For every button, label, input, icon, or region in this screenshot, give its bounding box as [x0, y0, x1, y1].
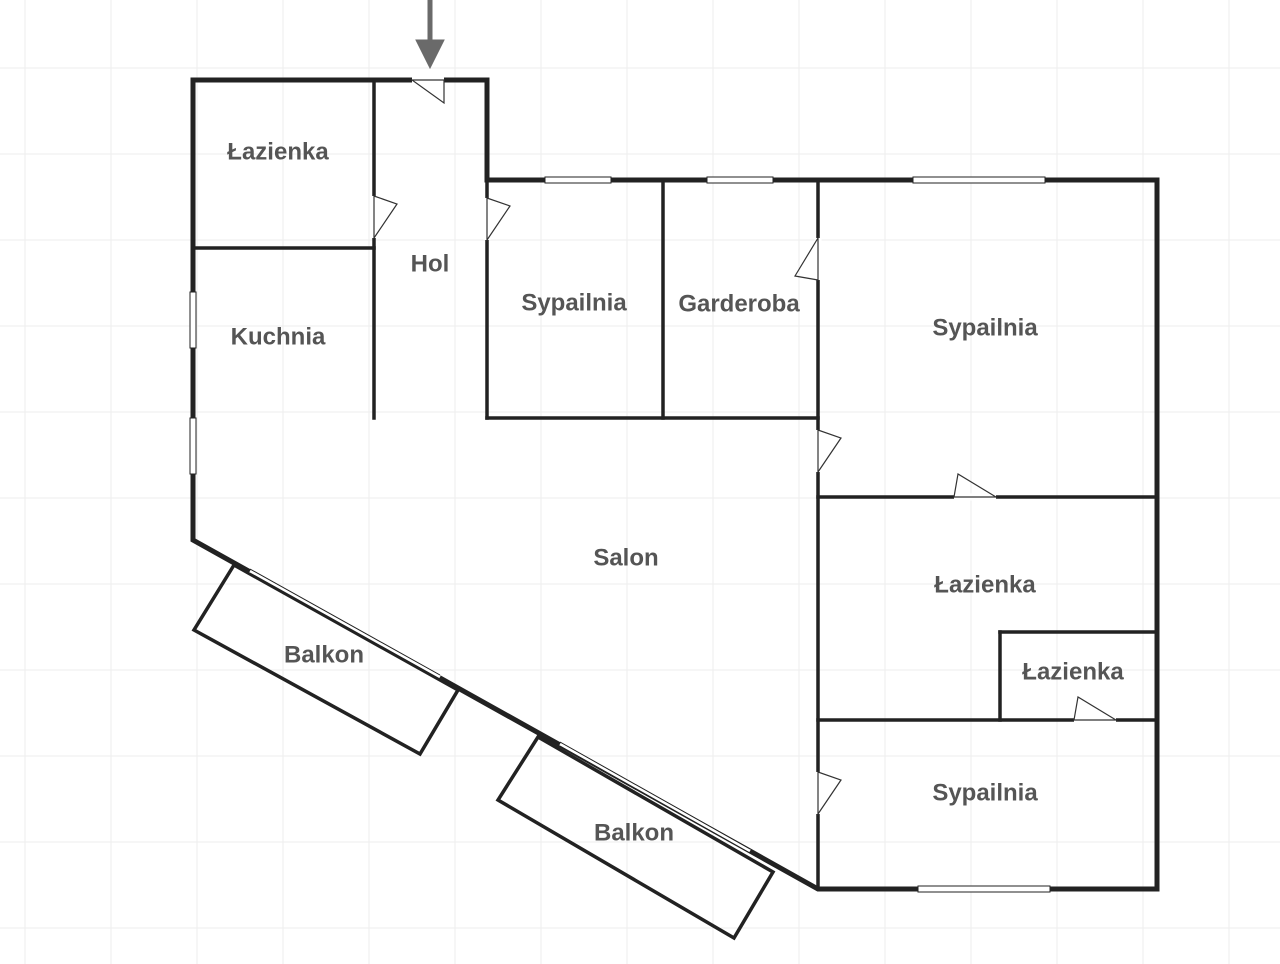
room-label-balkon-1: Balkon — [284, 641, 364, 668]
balcony-2 — [495, 734, 776, 941]
room-label-lazienka-2: Łazienka — [934, 571, 1036, 598]
room-label-kuchnia: Kuchnia — [231, 323, 326, 350]
room-label-sypialnia-3: Sypailnia — [932, 779, 1038, 806]
arrow-down-icon — [415, 0, 445, 70]
room-label-garderoba: Garderoba — [678, 290, 800, 317]
room-label-salon: Salon — [593, 544, 658, 571]
room-labels: Łazienka Hol Kuchnia Sypailnia Garderoba… — [227, 138, 1124, 846]
room-label-balkon-2: Balkon — [594, 819, 674, 846]
outer-wall — [190, 77, 1160, 892]
interior-walls — [191, 78, 1159, 891]
room-label-sypialnia-1: Sypailnia — [521, 289, 627, 316]
room-label-lazienka-3: Łazienka — [1022, 658, 1124, 685]
windows — [189, 176, 1051, 893]
room-label-lazienka-1: Łazienka — [227, 138, 329, 165]
room-label-hol: Hol — [411, 250, 450, 277]
doors — [370, 76, 1119, 816]
room-label-sypialnia-2: Sypailnia — [932, 314, 1038, 341]
